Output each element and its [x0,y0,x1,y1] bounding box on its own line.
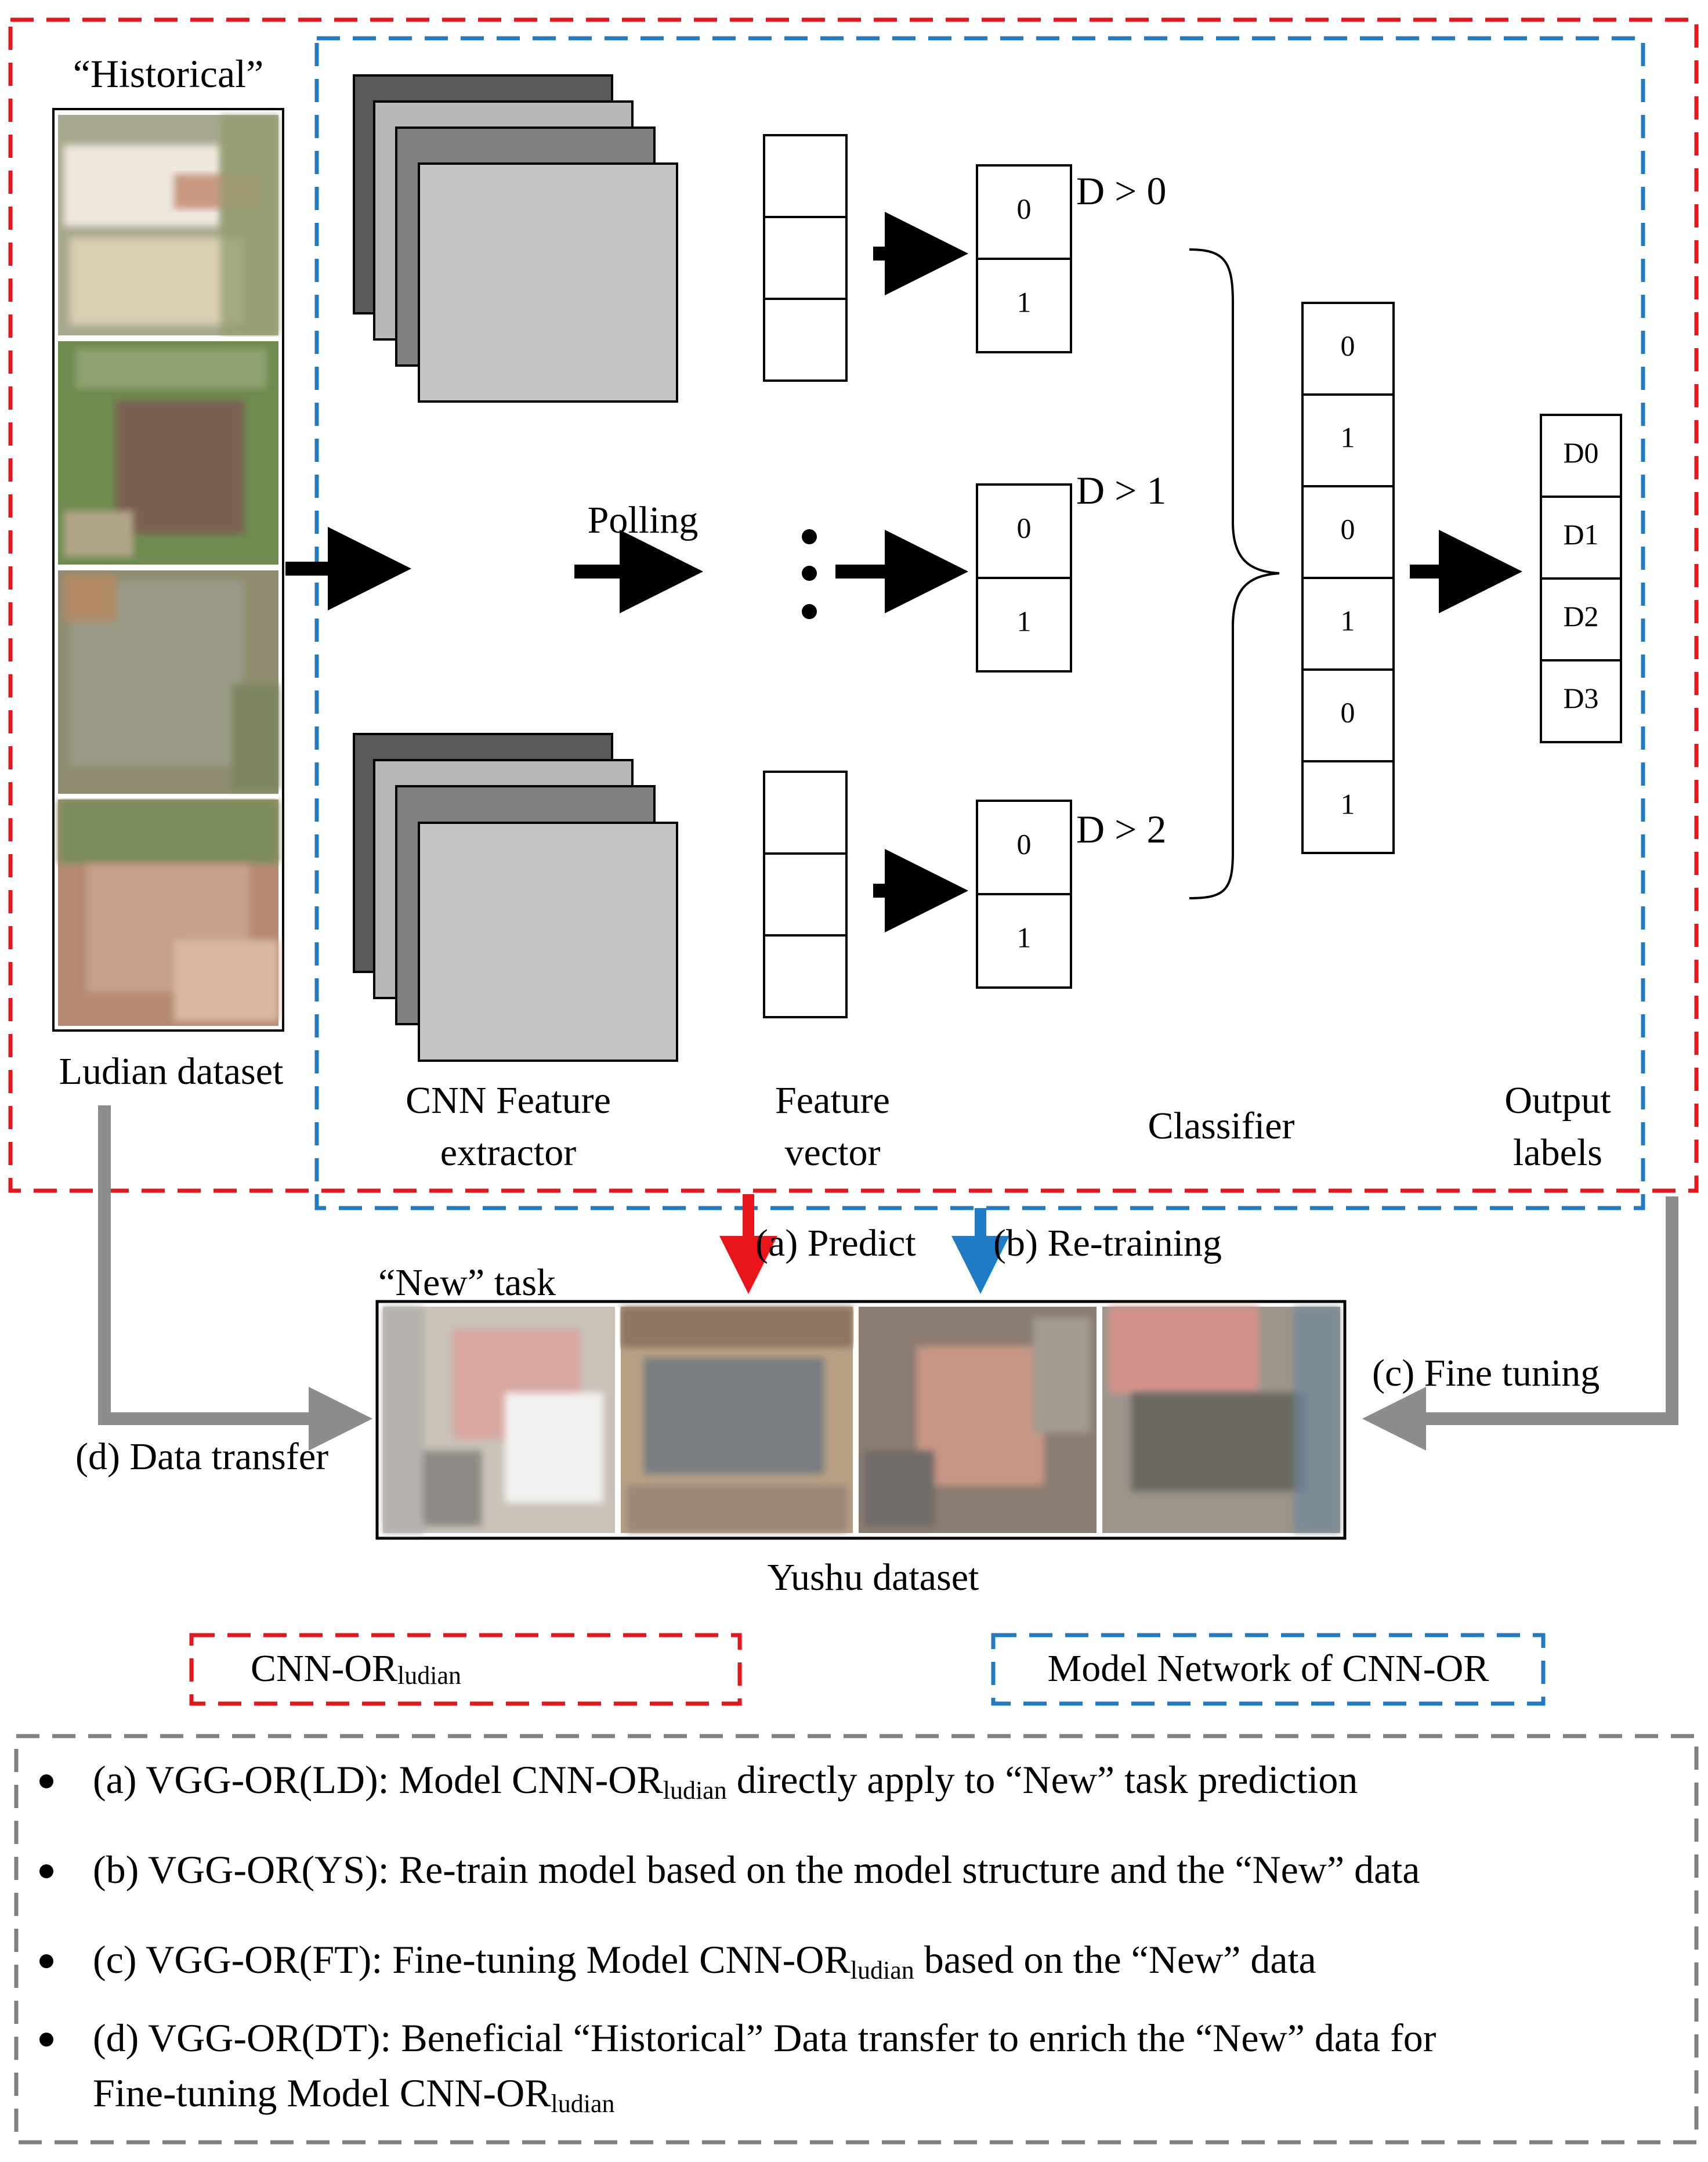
classifier-cell-0: 0 [1341,329,1355,361]
ellipsis-dots [802,529,817,619]
fine-tuning-label: (c) Fine tuning [1372,1352,1600,1394]
classifier-cell-3: 1 [1341,604,1355,637]
legend-blue-text: Model Network of CNN-OR [1048,1647,1489,1690]
binary-cell-1-0: 0 [1017,511,1032,544]
svg-text:CNN-ORludian: CNN-ORludian [251,1647,461,1690]
bullet-dot-3 [39,2033,53,2047]
classifier-cell-5: 1 [1341,787,1355,820]
classifier-column: 0 1 0 1 0 1 [1301,302,1395,854]
legend-red-subscript: ludian [397,1661,461,1690]
yushu-image-3 [859,1307,1097,1533]
predict-label: (a) Predict [755,1222,916,1264]
classifier-brace [1189,248,1280,899]
binary-cell-0-1: 1 [1017,285,1032,318]
feature-map-stack-bottom [353,733,678,1062]
binary-classifier-2: 01 [976,800,1072,989]
bullet-dot-1 [39,1864,53,1878]
binary-cell-1-1: 1 [1017,605,1032,637]
bullet-dot-0 [39,1774,53,1788]
new-task-label: “New” task [378,1261,556,1304]
bullet-text-2: (c) VGG-OR(FT): Fine-tuning Model CNN-OR… [93,1937,1316,1984]
yushu-image-4 [1102,1307,1340,1533]
feature-vector-label-line2: vector [785,1131,881,1174]
legend-red: CNN-ORludian [189,1633,742,1706]
threshold-label-0: D > 0 [1076,169,1166,213]
classifier-cell-1: 1 [1341,421,1355,453]
historical-label: “Historical” [73,52,264,96]
blue-dashed-frame [314,36,1645,1210]
classifier-label: Classifier [1148,1105,1295,1147]
binary-classifier-1: 01 [976,483,1072,673]
bullet-dot-2 [39,1954,53,1968]
historical-image-2 [58,341,278,565]
yushu-image-2 [621,1307,853,1533]
bullet-text-3: (d) VGG-OR(DT): Beneficial “Historical” … [93,2016,1436,2060]
feature-vector-top [763,134,848,382]
threshold-label-2: D > 2 [1076,807,1166,851]
description-bullets: (a) VGG-OR(LD): Model CNN-ORludian direc… [39,1758,1436,2118]
binary-cell-2-1: 1 [1017,921,1032,953]
output-label-d2: D2 [1563,600,1598,632]
binary-classifier-0: 01 [976,164,1072,353]
output-labels-label-line2: labels [1513,1131,1602,1174]
feature-vector-bottom [763,771,848,1018]
yushu-dataset-label: Yushu dataset [768,1556,979,1599]
legend-red-text: CNN-OR [251,1647,397,1690]
classifier-cell-2: 0 [1341,512,1355,545]
fine-tuning-arrow [1362,1196,1678,1451]
legend-blue: Model Network of CNN-OR [991,1633,1546,1706]
historical-image-strip [52,108,284,1032]
data-transfer-arrow [98,1105,372,1451]
output-labels-label-line1: Output [1504,1079,1611,1122]
output-label-d0: D0 [1563,436,1598,469]
bullet-text-0: (a) VGG-OR(LD): Model CNN-ORludian direc… [93,1758,1358,1805]
historical-image-3 [58,570,278,794]
feature-vector-label-line1: Feature [775,1079,890,1122]
threshold-label-1: D > 1 [1076,468,1166,512]
description-box [14,1734,1699,2145]
cnn-feature-extractor-label-line2: extractor [440,1131,577,1174]
polling-label: Polling [588,499,699,541]
data-transfer-label: (d) Data transfer [75,1436,328,1478]
binary-cell-2-0: 0 [1017,827,1032,860]
retraining-label: (b) Re-training [993,1222,1222,1264]
red-dashed-frame [8,17,1699,1193]
binary-cell-0-0: 0 [1017,192,1032,225]
historical-image-1 [58,115,278,335]
bullet-text-4: Fine-tuning Model CNN-ORludian [93,2071,615,2118]
ludian-dataset-label: Ludian dataset [59,1050,284,1093]
classifier-cell-4: 0 [1341,696,1355,728]
output-label-d1: D1 [1563,518,1598,551]
cnn-feature-extractor-label-line1: CNN Feature [406,1079,611,1122]
feature-map-stack-top [353,74,678,403]
historical-image-4 [58,800,278,1026]
yushu-image-strip [375,1300,1347,1540]
output-label-d3: D3 [1563,682,1598,714]
yushu-image-1 [383,1307,615,1533]
bullet-text-1: (b) VGG-OR(YS): Re-train model based on … [93,1848,1420,1892]
